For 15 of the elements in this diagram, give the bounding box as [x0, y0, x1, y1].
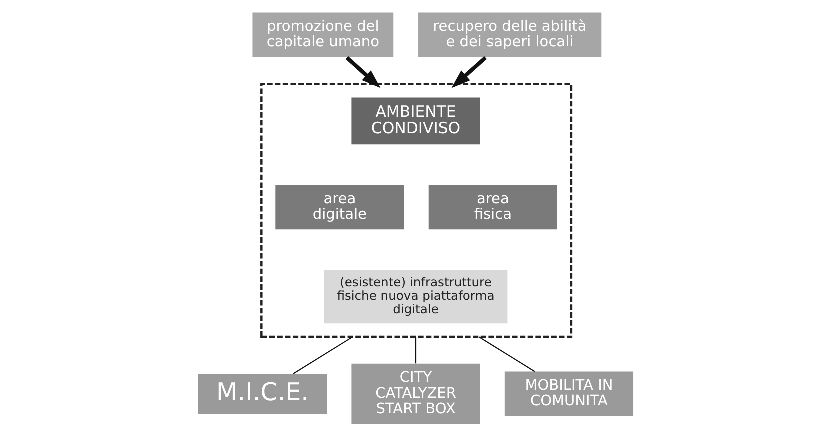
connector	[292, 336, 353, 374]
node-box: MOBILITA IN COMUNITA	[504, 372, 634, 416]
node-box: recupero delle abilità e dei saperi locali	[418, 12, 602, 58]
node-box: M.I.C.E.	[198, 374, 327, 414]
connector	[414, 337, 416, 364]
connector	[478, 336, 535, 372]
cluster	[260, 83, 572, 338]
node-box: area digitale	[275, 184, 404, 230]
node-box: area fisica	[428, 184, 557, 230]
node-box: promozione del capitale umano	[252, 12, 394, 58]
node-box: AMBIENTE CONDIVISO	[351, 98, 480, 145]
arrow	[451, 56, 487, 88]
arrow	[345, 56, 380, 88]
node-box: CITY CATALYZER START BOX	[351, 364, 480, 424]
node-box: (esistente) infrastrutture fisiche nuova piattaforma digitale	[324, 270, 508, 324]
